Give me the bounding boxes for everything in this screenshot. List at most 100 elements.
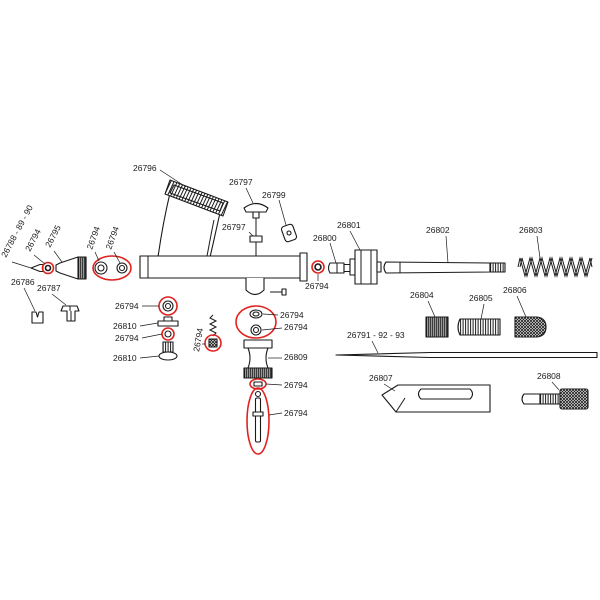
part-number-label: 26802 [426, 225, 450, 235]
part-number-label: 26794 [191, 327, 205, 352]
part-number-label: 26791 - 92 - 93 [347, 330, 405, 340]
part-number-label: 26794 [284, 322, 308, 332]
nozzle-head [55, 256, 87, 280]
part-number-label: 26787 [37, 283, 61, 293]
needle-chucking-guide-rod [383, 261, 506, 274]
small-seal [208, 338, 218, 348]
needle-spring [517, 256, 593, 278]
part-number-label: 26810 [113, 321, 137, 331]
valve-housing-stub [245, 278, 265, 296]
part-number-label: 26810 [113, 353, 137, 363]
needle-guide-end [376, 261, 382, 273]
air-valve-bottom-flange [243, 367, 273, 379]
valve-stem-collar [252, 411, 264, 417]
part-number-label: 26794 [284, 380, 308, 390]
leader-line [139, 322, 159, 327]
washer-hole [252, 311, 260, 317]
valve-screw [158, 341, 178, 361]
adjusting-screw-tip [521, 393, 541, 405]
leader-line [551, 381, 560, 391]
o-ring [314, 263, 322, 271]
knurled-cap [514, 316, 547, 338]
needle-cap [31, 311, 44, 324]
part-number-label: 26807 [369, 373, 393, 383]
nozzle-cap-nut-body [60, 305, 80, 322]
valve-spring [208, 314, 218, 337]
cup-lid-inner [169, 184, 224, 212]
washer-hole [97, 264, 105, 272]
leader-line [383, 383, 396, 392]
o-ring-highlight [246, 387, 270, 455]
trigger-tab-hole [286, 230, 292, 236]
o-ring-hole [252, 326, 260, 334]
air-valve-body [243, 339, 273, 379]
part-number-label: 26803 [519, 225, 543, 235]
leader-line [11, 261, 32, 269]
trigger-neck [252, 211, 260, 219]
part-number-label: 26801 [337, 220, 361, 230]
o-ring-hole [118, 264, 126, 272]
leader-line [427, 300, 436, 318]
leader-line [516, 295, 527, 318]
air-valve-top-flange [243, 339, 273, 349]
part-number-label: 26809 [284, 352, 308, 362]
leader-line [245, 187, 254, 204]
threaded-sleeve [457, 318, 501, 336]
needle-guide-flange [349, 258, 356, 276]
leader-line [113, 251, 121, 264]
part-number-label: 26794 [115, 333, 139, 343]
adjusting-screw-head [559, 388, 589, 410]
part-number-labels: 26796 26797 26799 26797 26801 26800 2680… [0, 163, 561, 418]
cup-inner-wall [206, 219, 215, 257]
leader-line [51, 293, 67, 306]
o-ring-highlight [41, 261, 55, 275]
leader-line [248, 231, 254, 237]
leader-line [349, 230, 361, 251]
guide-rod-thread [489, 262, 506, 273]
small-screw [270, 288, 287, 296]
valve-screw-head [158, 351, 178, 361]
adjusting-screw-thread [539, 393, 561, 405]
o-ring-hole [164, 302, 172, 310]
leader-line [536, 235, 541, 259]
part-number-label: 26794 [280, 310, 304, 320]
trigger-lever-block [249, 235, 263, 243]
valve-screw-thread [162, 341, 174, 353]
small-screw-head [281, 288, 287, 296]
part-number-label: 26797 [229, 177, 253, 187]
part-number-label: 26806 [503, 285, 527, 295]
nozzle-cap-nut [60, 305, 80, 322]
packing-screw-body [327, 262, 345, 274]
valve-stem [252, 390, 264, 443]
trigger-lever [249, 235, 263, 256]
leader-line [159, 169, 187, 188]
part-number-label: 26797 [222, 222, 246, 232]
spring-coil [519, 256, 593, 278]
part-number-label: 26786 [11, 277, 35, 287]
spring-coil [517, 256, 593, 278]
leader-line [139, 355, 160, 359]
leader-lines [11, 169, 560, 416]
o-ring [44, 264, 52, 272]
leader-line [371, 340, 379, 354]
valve-washer-holder [157, 316, 179, 327]
needle-guide [349, 249, 382, 285]
adjusting-screw [521, 388, 589, 410]
body-rear-collar [299, 252, 308, 282]
leader-line [278, 199, 287, 226]
leader-line [268, 412, 283, 416]
leader-line [445, 235, 449, 264]
knurled-nut [425, 316, 449, 338]
leader-line [262, 313, 279, 316]
leader-line [480, 303, 485, 320]
part-number-label: 26796 [133, 163, 157, 173]
valve-stem-rod [254, 397, 262, 443]
holder-top [163, 316, 173, 322]
o-ring-highlight [92, 255, 132, 281]
leader-line [261, 327, 283, 331]
air-valve-waist [247, 347, 269, 369]
handle [381, 384, 491, 413]
trigger-tab [280, 223, 298, 243]
part-number-label: 26808 [537, 371, 561, 381]
